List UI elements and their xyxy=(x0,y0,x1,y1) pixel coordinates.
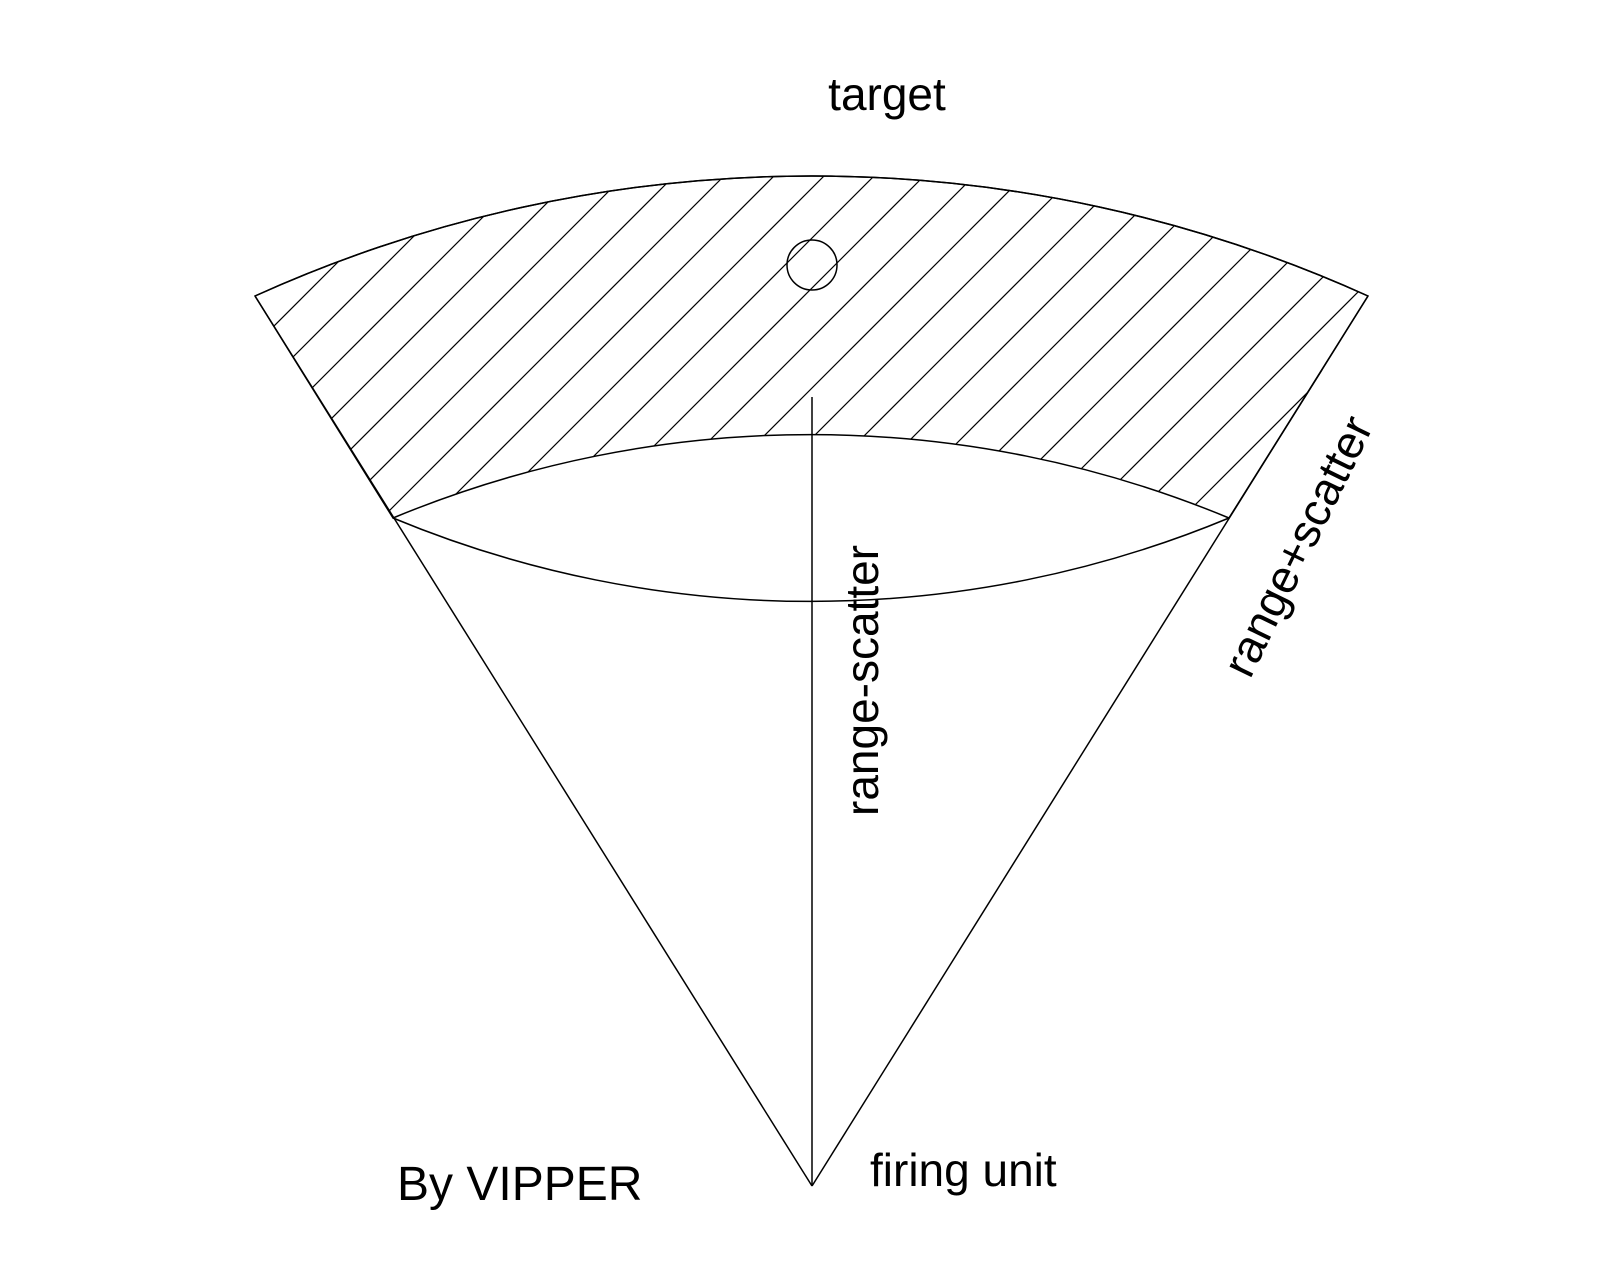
hatch-line xyxy=(255,175,651,518)
hatch-line xyxy=(1099,175,1368,518)
target-aim-point xyxy=(786,239,838,291)
label-firing-unit: firing unit xyxy=(870,1144,1057,1196)
hatch-line xyxy=(299,175,901,518)
label-range-minus-scatter: range-scatter xyxy=(836,545,888,816)
inner-arc-range-minus-scatter xyxy=(392,517,1230,603)
hatch-line xyxy=(255,175,751,518)
left-ray xyxy=(254,295,813,1187)
hatch-line xyxy=(255,175,601,518)
label-credit: By VIPPER xyxy=(397,1158,642,1211)
hatch-line xyxy=(255,175,701,518)
outer-arc-range-plus-scatter xyxy=(254,175,1369,297)
label-target: target xyxy=(828,68,946,120)
range-plus-scatter-marker xyxy=(1228,369,1323,519)
